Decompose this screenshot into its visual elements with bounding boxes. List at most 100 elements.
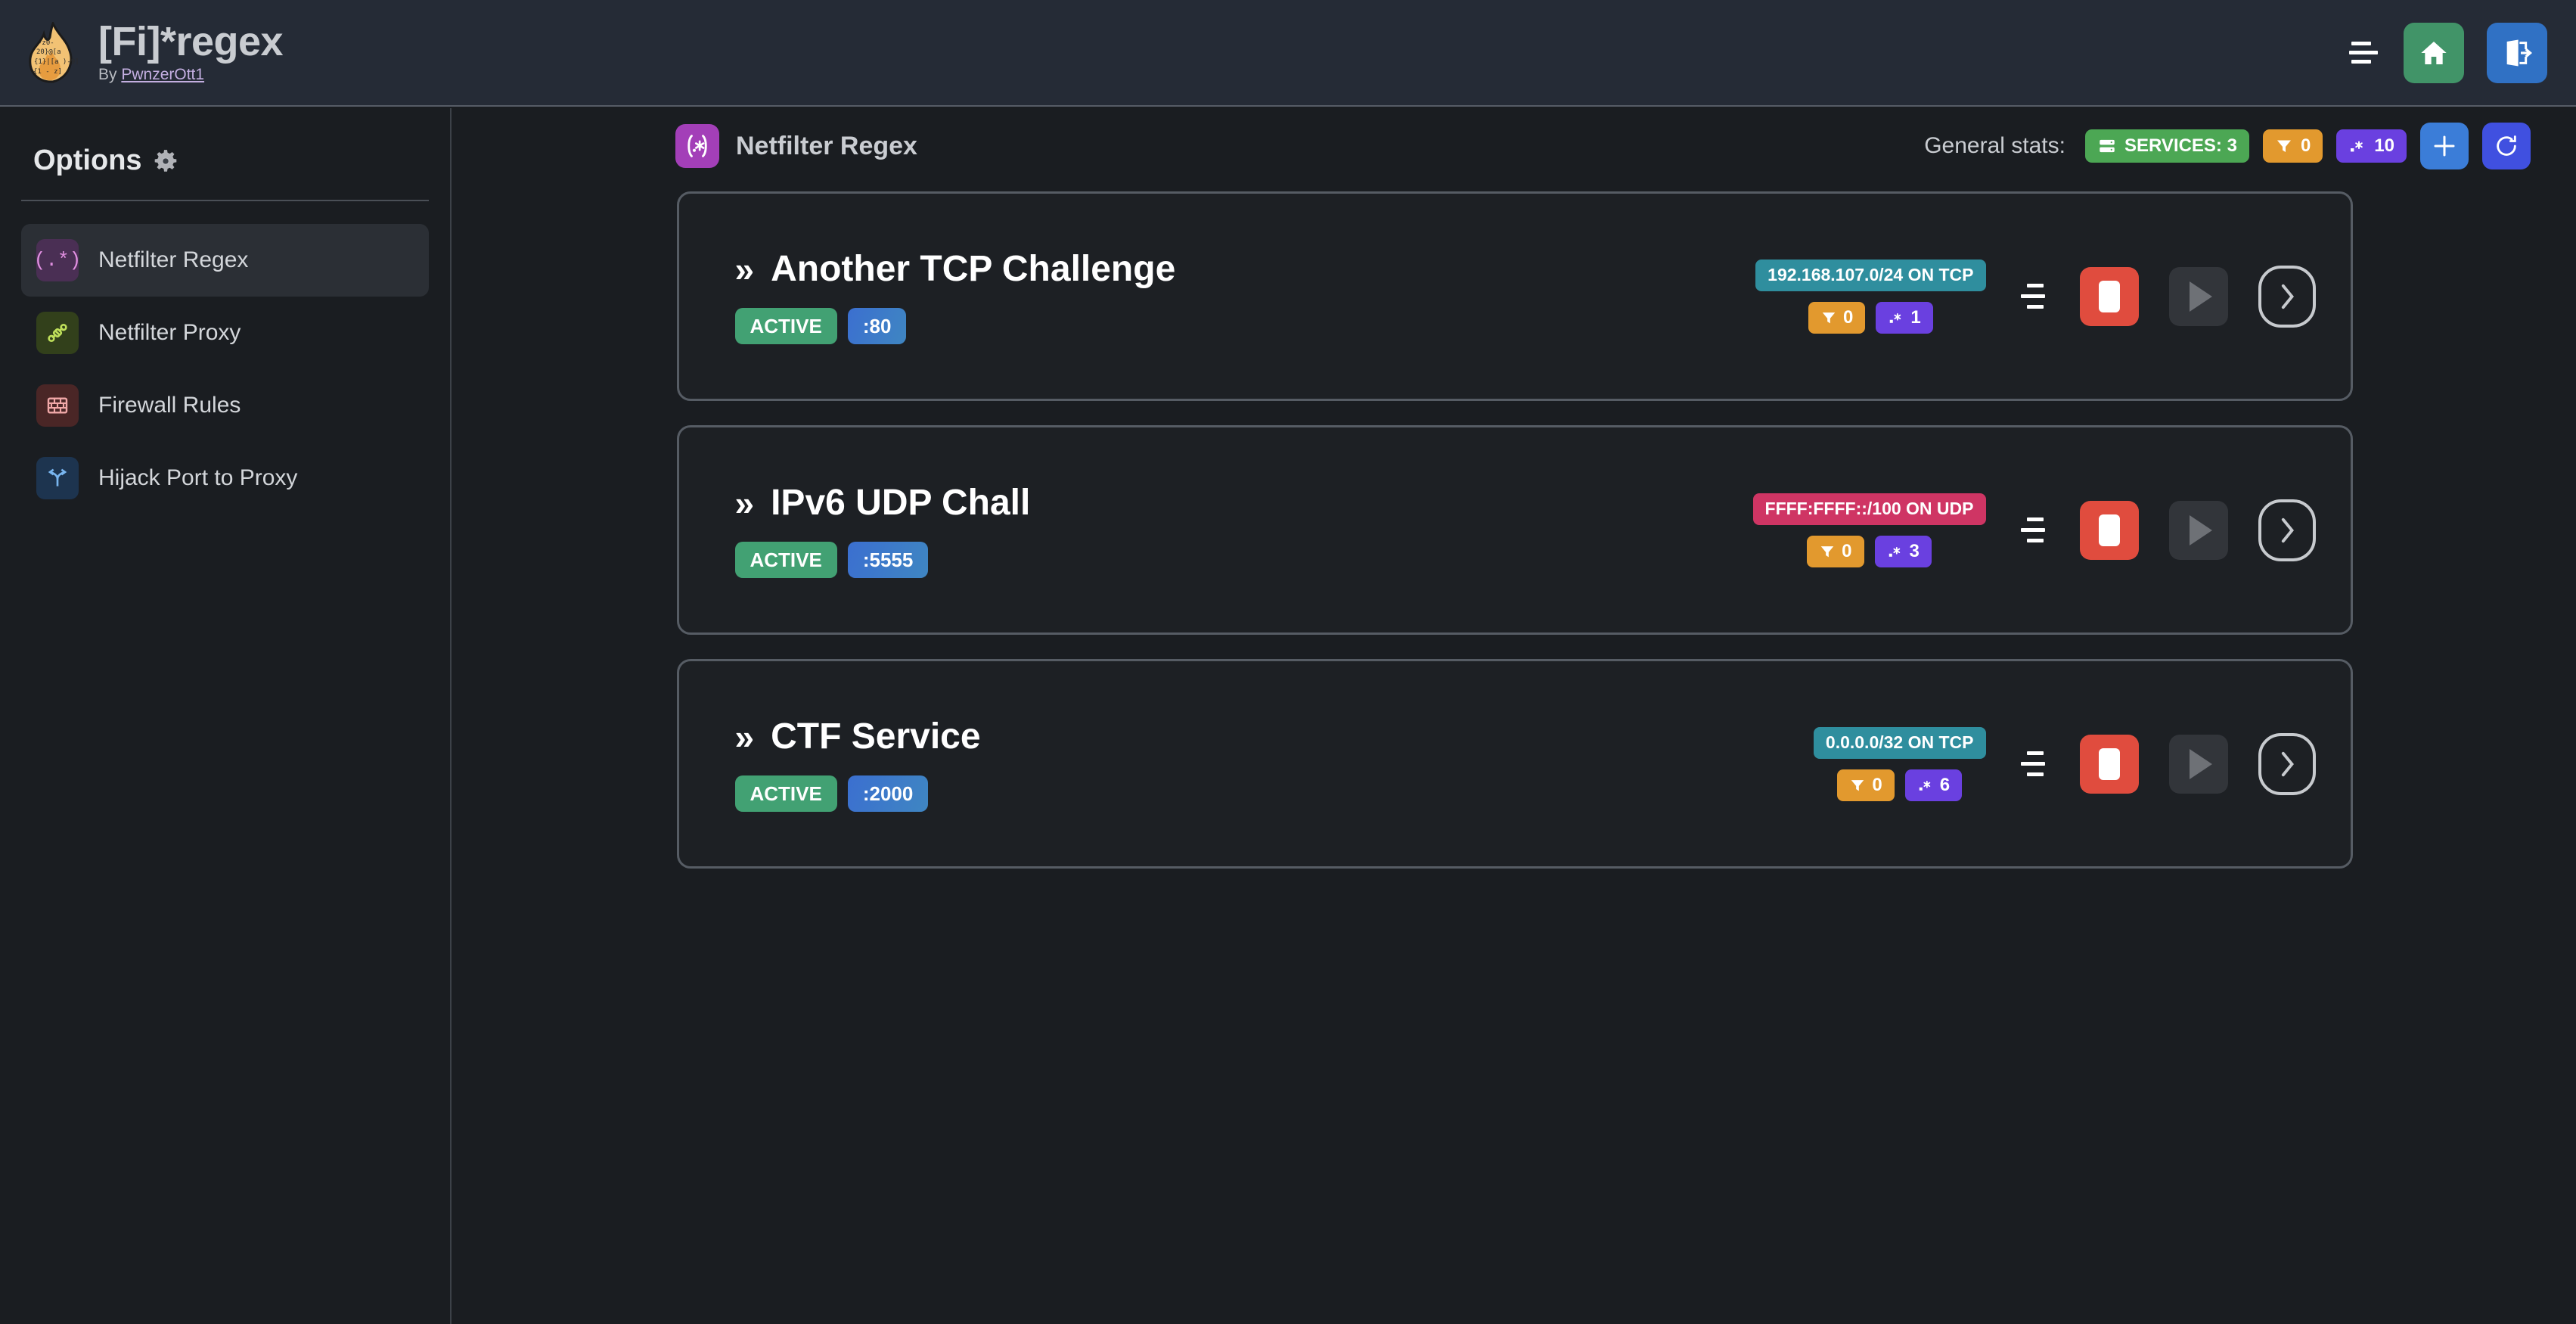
plug-icon — [36, 312, 79, 354]
stat-regexes-badge[interactable]: 10 — [2336, 129, 2407, 163]
chevron-right-icon — [2281, 284, 2294, 309]
stat-services-text: SERVICES: 3 — [2124, 135, 2237, 156]
refresh-icon — [2497, 135, 2516, 156]
service-title-row: » IPv6 UDP Chall — [735, 482, 1031, 524]
service-card-list: » Another TCP Challenge ACTIVE :80 192.1… — [453, 184, 2576, 869]
stat-services-badge[interactable]: SERVICES: 3 — [2084, 129, 2249, 163]
service-counters: 0 1 — [1808, 301, 1933, 334]
filter-icon — [1822, 312, 1836, 323]
chevron-right-icon — [2281, 751, 2294, 776]
app-logo: -z0- 20}@[a {1}|[a )-9] {1 - z] — [24, 21, 79, 84]
regex-count-text: 1 — [1910, 306, 1921, 328]
regex-count-badge[interactable]: 6 — [1904, 769, 1963, 801]
regex-count-badge[interactable]: 1 — [1876, 301, 1933, 334]
stat-regexes-text: 10 — [2374, 135, 2394, 156]
expand-service-button[interactable] — [2258, 499, 2316, 561]
stop-icon — [2098, 280, 2120, 312]
service-status-badges: ACTIVE :5555 — [734, 542, 1031, 578]
gear-icon[interactable] — [153, 148, 178, 174]
stop-service-button[interactable] — [2079, 734, 2139, 794]
drag-handle-icon[interactable] — [2016, 747, 2050, 781]
home-icon — [2421, 41, 2447, 64]
main-toolbar: Netfilter Regex General stats: SERVICES:… — [453, 108, 2576, 184]
filter-count-badge[interactable]: 0 — [1807, 535, 1864, 567]
service-card[interactable]: » Another TCP Challenge ACTIVE :80 192.1… — [676, 191, 2353, 401]
regex-icon: (.*) — [34, 239, 81, 281]
status-badge: ACTIVE — [734, 542, 837, 578]
filter-icon — [1820, 545, 1834, 557]
general-stats: General stats: SERVICES: 3 0 — [1924, 123, 2531, 169]
logout-button[interactable] — [2487, 22, 2547, 83]
service-card[interactable]: » IPv6 UDP Chall ACTIVE :5555 FFFF:FFFF:… — [676, 425, 2353, 635]
filter-count-badge[interactable]: 0 — [1808, 301, 1866, 334]
refresh-button[interactable] — [2482, 123, 2531, 169]
brick-wall-icon — [36, 384, 79, 427]
expand-service-button[interactable] — [2258, 732, 2316, 795]
double-chevron-icon: » — [734, 483, 755, 523]
service-card-info: » IPv6 UDP Chall ACTIVE :5555 — [734, 482, 1031, 578]
hamburger-menu-icon[interactable] — [2346, 38, 2381, 68]
svg-text:{1 - z]: {1 - z] — [33, 68, 62, 76]
sidebar-heading: Options — [33, 145, 450, 177]
page-regex-icon — [675, 124, 719, 168]
service-title-row: » CTF Service — [735, 716, 981, 757]
plus-icon — [2434, 135, 2455, 157]
status-badge: ACTIVE — [734, 308, 837, 344]
stat-filters-badge[interactable]: 0 — [2262, 129, 2323, 163]
author-link[interactable]: PwnzerOtt1 — [121, 66, 205, 84]
sidebar-item-firewall-rules[interactable]: Firewall Rules — [21, 369, 429, 442]
service-card-actions: FFFF:FFFF::/100 ON UDP 0 — [1752, 493, 2316, 567]
drag-handle-icon[interactable] — [2016, 279, 2050, 313]
drag-handle-icon[interactable] — [2016, 513, 2050, 547]
svg-text:20}@[a: 20}@[a — [36, 48, 61, 56]
network-badge: FFFF:FFFF::/100 ON UDP — [1752, 493, 1986, 525]
regex-count-badge[interactable]: 3 — [1874, 535, 1932, 567]
regex-count-text: 3 — [1909, 540, 1920, 561]
expand-service-button[interactable] — [2258, 265, 2316, 328]
header-actions — [2346, 22, 2547, 83]
sidebar-item-netfilter-regex[interactable]: (.*) Netfilter Regex — [21, 224, 429, 297]
double-chevron-icon: » — [734, 716, 755, 757]
service-card[interactable]: » CTF Service ACTIVE :2000 0.0.0.0/32 ON… — [676, 659, 2353, 869]
filter-count-text: 0 — [1842, 540, 1852, 561]
chevron-right-icon — [2281, 517, 2294, 542]
service-counters: 0 6 — [1837, 769, 1963, 801]
sidebar-item-label: Netfilter Regex — [98, 247, 249, 272]
sidebar-item-netfilter-proxy[interactable]: Netfilter Proxy — [21, 297, 429, 369]
start-service-button[interactable] — [2168, 734, 2228, 794]
svg-text:-z0-: -z0- — [38, 39, 54, 47]
port-badge: :80 — [847, 308, 907, 344]
stop-service-button[interactable] — [2079, 500, 2139, 560]
stop-service-button[interactable] — [2079, 266, 2139, 326]
sidebar: Options (.*) Netfilter Regex Netfilt — [0, 108, 452, 1324]
main-content: Netfilter Regex General stats: SERVICES:… — [453, 108, 2576, 1324]
add-service-button[interactable] — [2420, 123, 2469, 169]
by-prefix: By — [98, 66, 122, 84]
sidebar-item-hijack-port-to-proxy[interactable]: Hijack Port to Proxy — [21, 442, 429, 514]
service-title-row: » Another TCP Challenge — [735, 248, 1176, 290]
service-card-info: » CTF Service ACTIVE :2000 — [734, 716, 981, 812]
start-service-button[interactable] — [2168, 266, 2228, 326]
home-button[interactable] — [2404, 22, 2464, 83]
regex-dot-star-icon — [1919, 780, 1930, 791]
service-title: Another TCP Challenge — [771, 249, 1176, 289]
service-counters: 0 3 — [1807, 535, 1932, 567]
sidebar-divider — [21, 200, 429, 201]
service-network-info: FFFF:FFFF::/100 ON UDP 0 — [1752, 493, 1986, 567]
sidebar-heading-label: Options — [33, 145, 142, 176]
filter-count-text: 0 — [1872, 774, 1882, 795]
page-title: Netfilter Regex — [736, 131, 917, 160]
service-card-info: » Another TCP Challenge ACTIVE :80 — [734, 248, 1176, 344]
filter-icon — [1851, 779, 1864, 791]
play-icon — [2189, 748, 2212, 779]
stat-filters-text: 0 — [2300, 135, 2311, 156]
service-card-actions: 192.168.107.0/24 ON TCP 0 — [1755, 259, 2316, 334]
network-badge: 192.168.107.0/24 ON TCP — [1755, 259, 1986, 291]
general-stats-label: General stats: — [1924, 133, 2065, 158]
app-title: [Fi]*regex — [98, 18, 284, 64]
app-header: -z0- 20}@[a {1}|[a )-9] {1 - z] [Fi]*reg… — [0, 0, 2576, 107]
filter-count-badge[interactable]: 0 — [1837, 769, 1895, 801]
sidebar-item-label: Hijack Port to Proxy — [98, 465, 298, 490]
sidebar-nav: (.*) Netfilter Regex Netfilter Proxy — [0, 224, 450, 514]
start-service-button[interactable] — [2168, 500, 2228, 560]
